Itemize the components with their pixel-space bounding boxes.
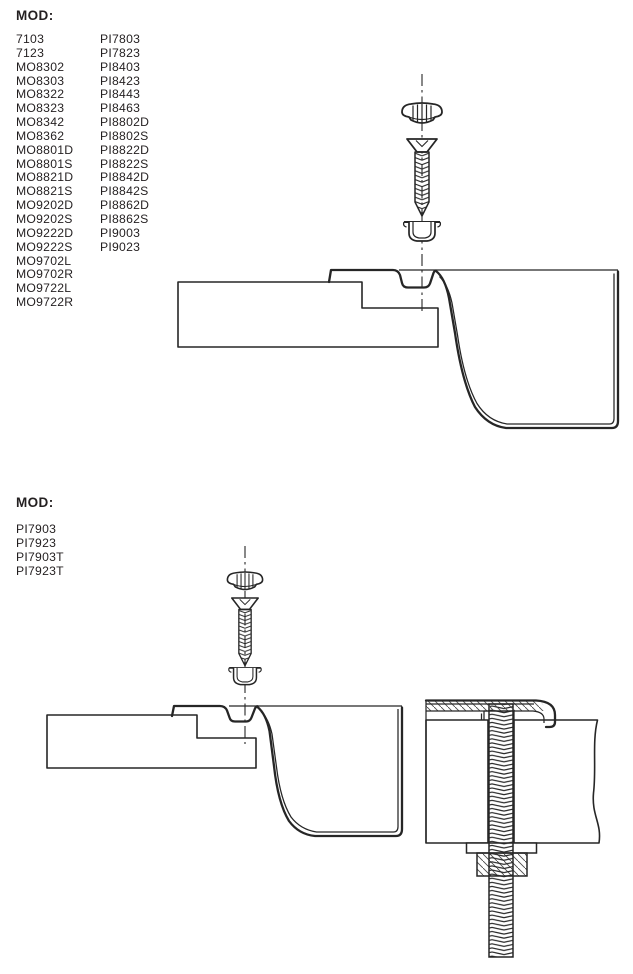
model-item: MO8801S [16,156,73,171]
countertop-left-block [425,719,489,844]
model-item: MO9722L [16,281,72,296]
model-item: MO8322 [16,87,65,102]
model-item: MO8821S [16,184,73,199]
model-item: MO8801D [16,142,74,157]
model-item: PI7803 [100,32,141,46]
model-item: PI7923 [16,535,57,550]
sink-bowl-inner [439,273,615,425]
model-item: 7103 [16,32,45,46]
sink-flat-rim-hatch [426,701,545,711]
model-item: MO9202S [16,211,73,226]
model-item: PI9003 [100,225,141,240]
sink-bowl-inner [260,709,399,833]
bottom-mod-header: MOD: [16,495,54,510]
model-item: MO8302 [16,59,65,74]
bottom-left-installation-diagram [46,546,404,838]
model-item: MO9702L [16,253,72,268]
clip-cup-icon [227,667,263,686]
model-item: MO9702R [16,267,74,282]
clip-cup-icon [402,221,442,242]
sink-bowl-outer [256,705,404,838]
model-item: MO9722R [16,295,74,310]
cover-cap-icon [401,102,443,124]
model-item: MO9202D [16,198,74,213]
top-installation-diagram [177,74,620,430]
model-item: PI8423 [100,73,141,88]
bottom-right-installation-diagram [424,699,601,958]
model-item: PI8842S [100,184,149,199]
sink-rim-profile [327,268,438,289]
countertop-cross-section [46,714,257,769]
model-item: MO8821D [16,170,74,185]
model-item: PI8822S [100,156,149,171]
model-item: MO9222S [16,239,73,254]
countertop-right-block [513,719,601,844]
model-item: PI8862S [100,211,149,226]
model-item: 7123 [16,45,45,60]
top-mod-header: MOD: [16,8,54,23]
model-item: PI7903T [16,549,64,564]
threaded-stud [488,703,514,958]
model-item: PI8463 [100,101,141,116]
sink-rim-profile [170,704,259,723]
model-item: MO9222D [16,225,74,240]
model-item: PI8802D [100,115,150,130]
model-item: PI8822D [100,142,150,157]
model-item: PI8862D [100,198,150,213]
model-item: PI7903 [16,522,57,536]
model-item: MO8323 [16,101,65,116]
model-item: MO8303 [16,73,65,88]
model-item: PI8403 [100,59,141,74]
countersunk-screw-icon [406,138,438,217]
cover-cap-icon [226,571,264,591]
sink-flat-rim-top [424,699,557,729]
model-item: PI7823 [100,45,141,60]
model-item: MO8362 [16,128,65,143]
countertop-cross-section [177,281,439,348]
countersunk-screw-icon [231,597,259,667]
sink-bowl-outer [434,269,620,430]
model-item: PI8842D [100,170,150,185]
model-item: PI8443 [100,87,141,102]
sink-flat-rim-bottom [426,710,545,723]
model-item: PI7923T [16,563,64,578]
model-item: PI8802S [100,128,149,143]
model-item: PI9023 [100,239,141,254]
model-item: MO8342 [16,115,65,130]
